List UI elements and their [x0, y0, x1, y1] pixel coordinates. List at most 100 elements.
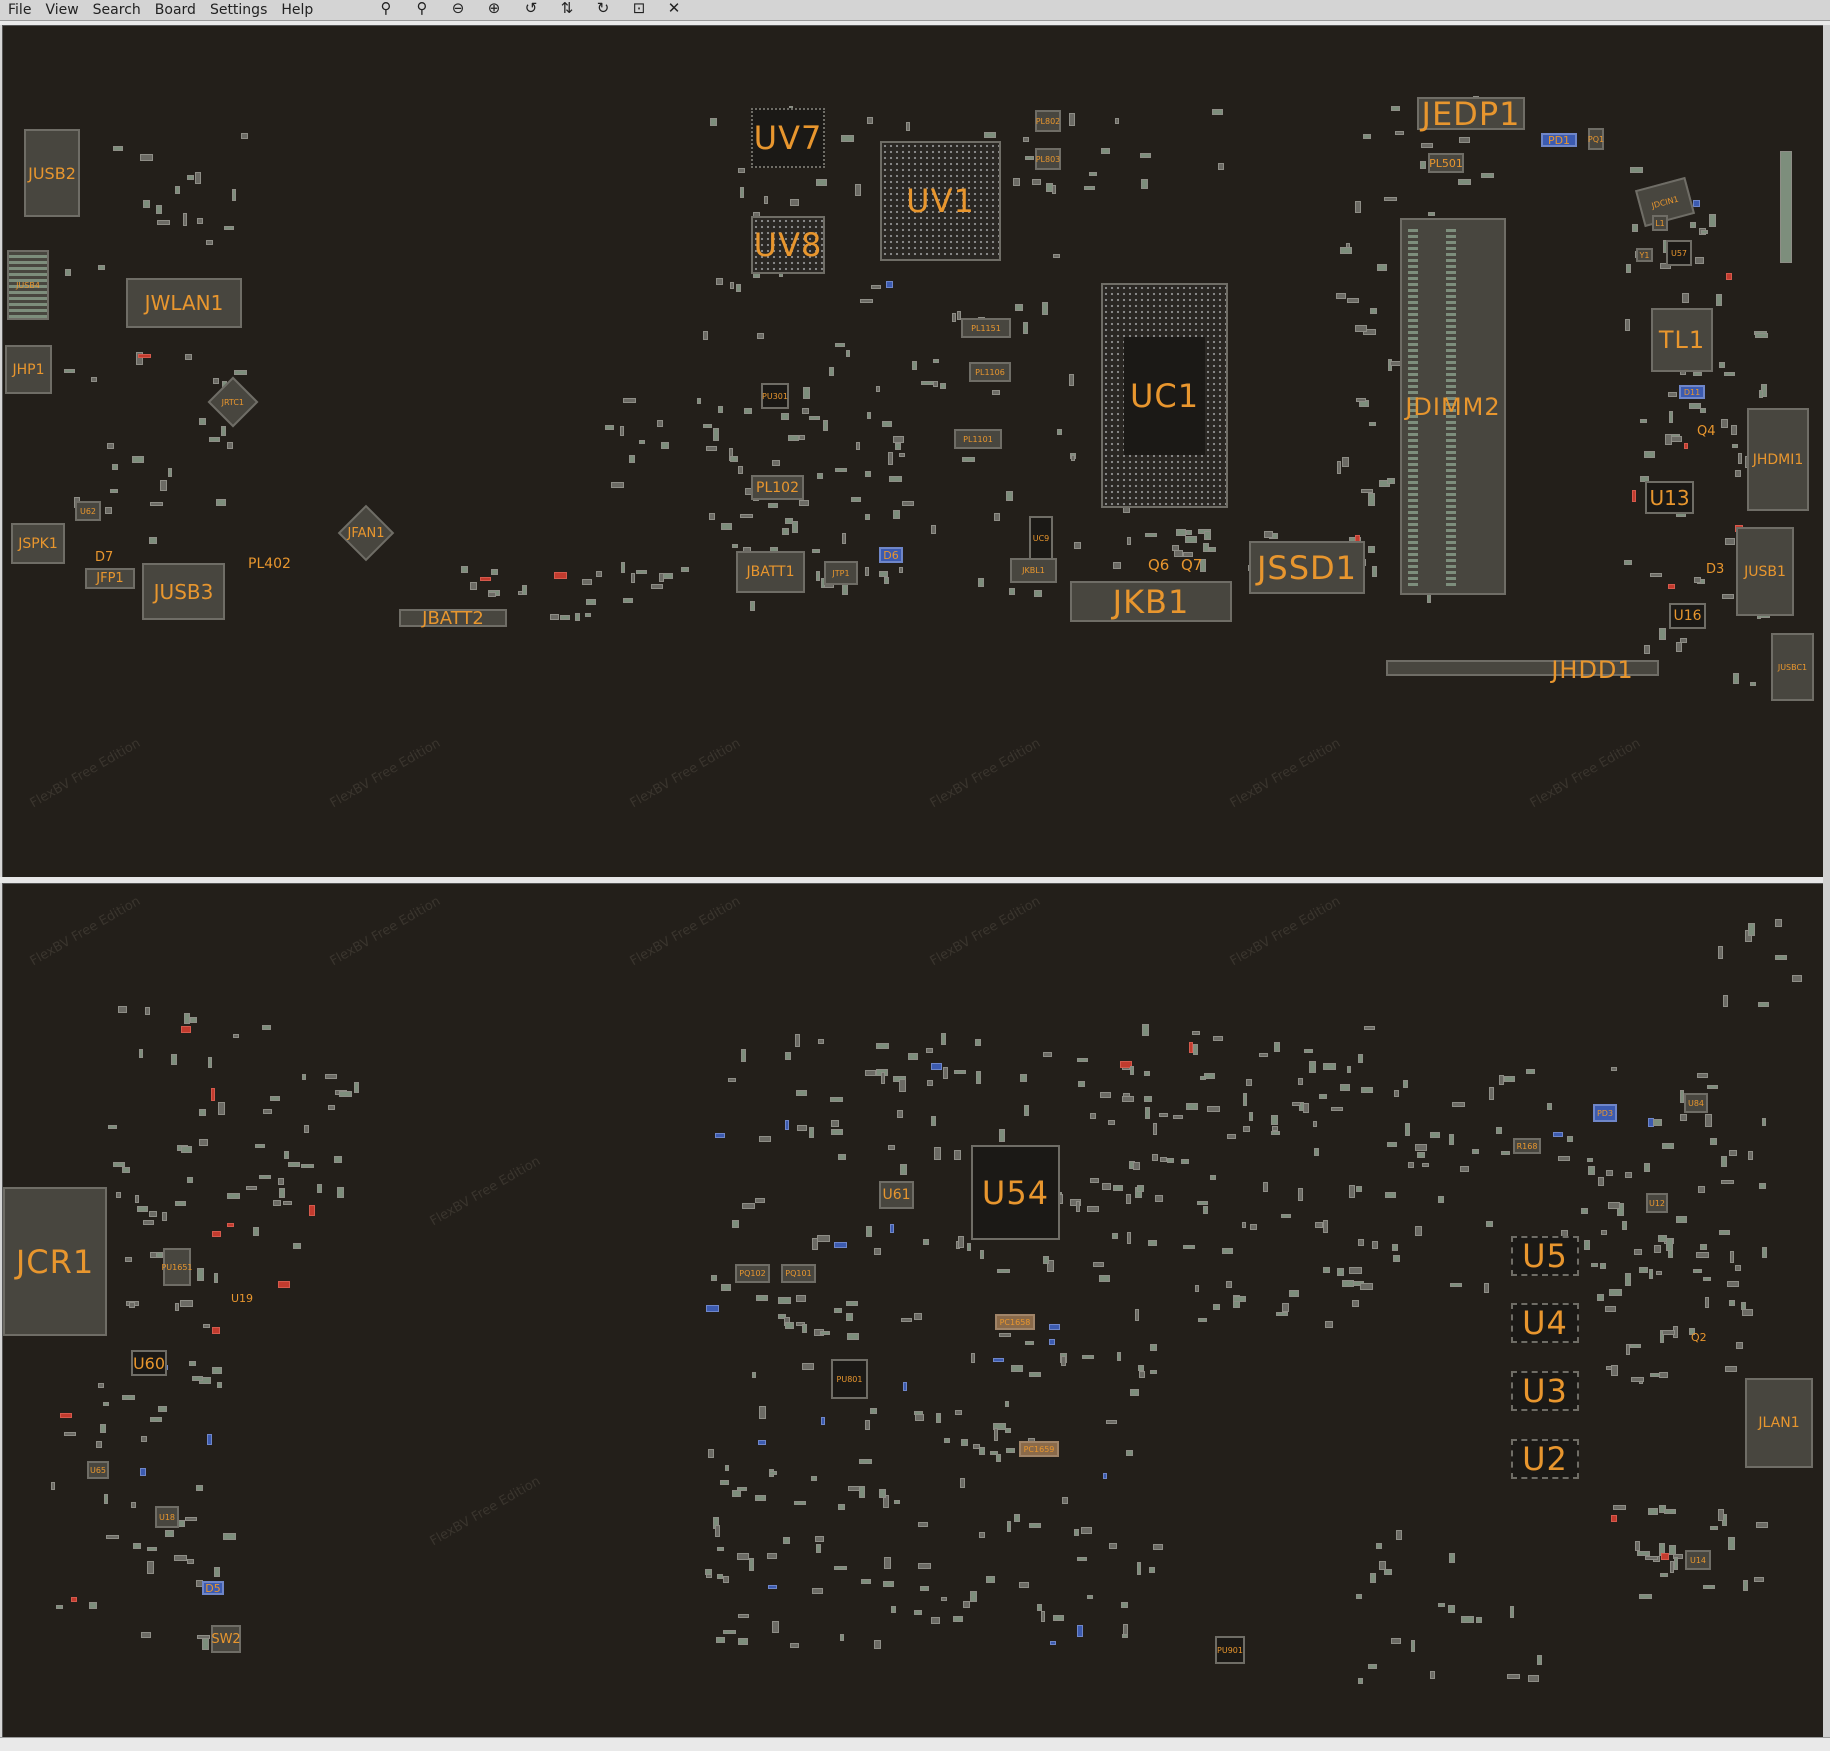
smd-part[interactable] — [1448, 1604, 1456, 1613]
smd-part[interactable] — [1631, 1376, 1645, 1382]
smd-part[interactable] — [882, 421, 893, 428]
smd-part[interactable] — [175, 1302, 180, 1311]
smd-part[interactable] — [1692, 372, 1702, 377]
chip-pu801[interactable]: PU801 — [831, 1359, 868, 1399]
smd-part[interactable] — [758, 1136, 771, 1143]
diode-d5[interactable]: D5 — [202, 1581, 224, 1595]
smd-part[interactable] — [1624, 1272, 1631, 1286]
smd-part[interactable] — [790, 1642, 800, 1648]
smd-part[interactable] — [214, 1566, 221, 1577]
smd-part[interactable] — [1028, 1372, 1041, 1378]
smd-part[interactable] — [189, 1360, 197, 1366]
smd-part[interactable] — [838, 1153, 847, 1160]
smd-part[interactable] — [933, 380, 939, 387]
smd-part[interactable] — [105, 507, 113, 515]
smd-part[interactable] — [1073, 542, 1081, 550]
smd-part[interactable] — [1243, 1126, 1251, 1133]
smd-part[interactable] — [1007, 1521, 1012, 1533]
smd-part[interactable] — [940, 1596, 947, 1601]
smd-part[interactable] — [1693, 577, 1701, 584]
smd-part[interactable] — [161, 1212, 167, 1222]
smd-part[interactable] — [1735, 469, 1742, 477]
smd-part[interactable] — [174, 185, 180, 194]
chip-u5[interactable]: U5 — [1511, 1236, 1579, 1276]
smd-part[interactable] — [1101, 1182, 1111, 1190]
transistor-pq102[interactable]: PQ102 — [735, 1264, 770, 1283]
smd-part[interactable] — [737, 1487, 748, 1492]
center-icon[interactable]: ⊡ — [632, 0, 646, 17]
smd-part[interactable] — [899, 1078, 907, 1092]
smd-part[interactable] — [864, 1069, 876, 1076]
smd-part[interactable] — [1031, 179, 1041, 186]
smd-part[interactable] — [1319, 1093, 1328, 1099]
smd-part[interactable] — [1367, 545, 1375, 553]
smd-part[interactable] — [1611, 1066, 1618, 1071]
smd-part[interactable] — [180, 1145, 192, 1153]
smd-part[interactable] — [720, 1283, 731, 1291]
diode-d11[interactable]: D11 — [1679, 385, 1705, 399]
smd-part[interactable] — [1421, 143, 1434, 149]
smd-part[interactable] — [1700, 230, 1708, 235]
smd-part[interactable] — [1093, 1262, 1105, 1268]
smd-part[interactable] — [1728, 1536, 1736, 1550]
smd-part[interactable] — [1503, 1075, 1515, 1082]
smd-part[interactable] — [203, 1324, 211, 1329]
connector-jusbc1[interactable]: JUSBC1 — [1771, 633, 1814, 701]
smd-part[interactable] — [1681, 293, 1689, 304]
smd-part[interactable] — [1438, 1603, 1446, 1608]
smd-part[interactable] — [147, 1561, 155, 1575]
smd-part[interactable] — [715, 1636, 725, 1643]
smd-part[interactable] — [141, 1631, 152, 1638]
smd-part[interactable] — [1648, 1268, 1653, 1279]
smd-part[interactable] — [1625, 319, 1631, 332]
chip-u57[interactable]: U57 — [1666, 240, 1692, 266]
smd-part[interactable] — [822, 419, 828, 431]
smd-part[interactable] — [97, 1382, 104, 1388]
smd-part[interactable] — [1716, 294, 1723, 307]
smd-part[interactable] — [1089, 171, 1098, 176]
smd-part[interactable] — [338, 1090, 352, 1097]
switch-sw2[interactable]: SW2 — [211, 1625, 241, 1653]
smd-part[interactable] — [1358, 1239, 1365, 1247]
smd-part[interactable] — [64, 1432, 77, 1437]
smd-part[interactable] — [1640, 419, 1648, 424]
smd-part[interactable] — [1020, 1074, 1028, 1083]
smd-part[interactable] — [1361, 1087, 1374, 1094]
smd-part[interactable] — [150, 1416, 163, 1422]
smd-part[interactable] — [1243, 1093, 1247, 1107]
smd-part[interactable] — [107, 1125, 117, 1130]
smd-part[interactable] — [1731, 424, 1738, 435]
inductor-l1[interactable]: L1 — [1652, 215, 1668, 231]
smd-part[interactable] — [752, 1371, 757, 1378]
menu-settings[interactable]: Settings — [209, 2, 268, 18]
smd-part[interactable] — [1640, 476, 1650, 483]
smd-part[interactable] — [1659, 627, 1667, 640]
smd-part[interactable] — [112, 464, 119, 471]
smd-part[interactable] — [983, 132, 996, 139]
smd-part[interactable] — [1022, 321, 1028, 334]
smd-part[interactable] — [719, 1480, 729, 1486]
smd-part[interactable] — [1449, 1283, 1462, 1288]
smd-part[interactable] — [550, 614, 560, 621]
smd-part[interactable] — [914, 1413, 924, 1421]
smd-part[interactable] — [1645, 1555, 1659, 1560]
smd-part[interactable] — [103, 1493, 108, 1504]
smd-part[interactable] — [1660, 1573, 1669, 1578]
smd-part[interactable] — [1292, 1102, 1302, 1106]
smd-part[interactable] — [867, 411, 872, 419]
smd-part[interactable] — [1708, 214, 1716, 228]
smd-part[interactable] — [990, 1451, 999, 1456]
smd-part[interactable] — [1611, 1514, 1618, 1522]
smd-part[interactable] — [136, 1205, 148, 1212]
zoom-in-icon[interactable]: ⚲ — [416, 0, 428, 17]
smd-part[interactable] — [1663, 1509, 1676, 1515]
smd-part[interactable] — [227, 1192, 241, 1199]
smd-part[interactable] — [1702, 1276, 1711, 1281]
smd-part[interactable] — [905, 121, 910, 131]
smd-part[interactable] — [206, 1433, 212, 1445]
smd-part[interactable] — [736, 1552, 749, 1560]
smd-part[interactable] — [205, 240, 213, 246]
rotate-cw-icon[interactable]: ↻ — [596, 0, 610, 17]
